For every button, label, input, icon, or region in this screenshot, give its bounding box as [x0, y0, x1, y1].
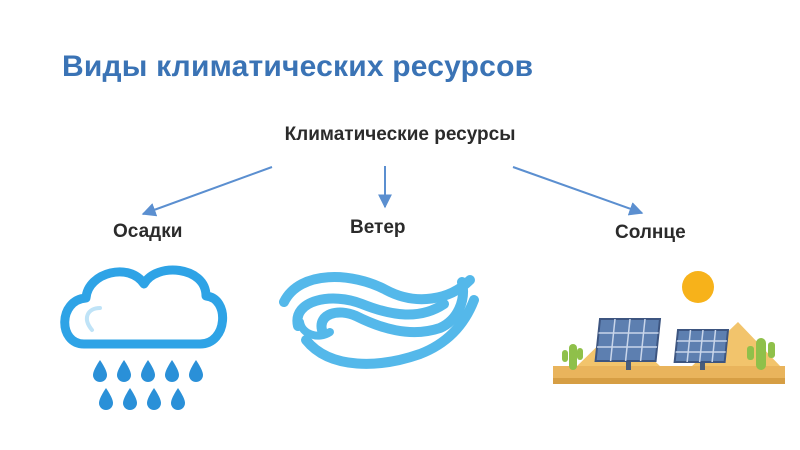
arrow-to-precipitation: [141, 166, 273, 217]
arrow-to-sun: [512, 166, 644, 216]
cactus-right-icon: [747, 338, 775, 370]
node-label-precipitation: Осадки: [113, 221, 183, 242]
node-label-wind: Ветер: [350, 217, 406, 238]
sun-icon: [682, 271, 714, 303]
solar-panels-icon: [553, 271, 785, 384]
wind-icon: [279, 272, 479, 369]
rain-cloud-icon: [60, 265, 227, 410]
root-node-label: Климатические ресурсы: [284, 124, 516, 145]
cactus-left-icon: [562, 344, 583, 370]
node-label-sun: Солнце: [615, 222, 686, 243]
slide-title: Виды климатических ресурсов: [62, 50, 534, 83]
